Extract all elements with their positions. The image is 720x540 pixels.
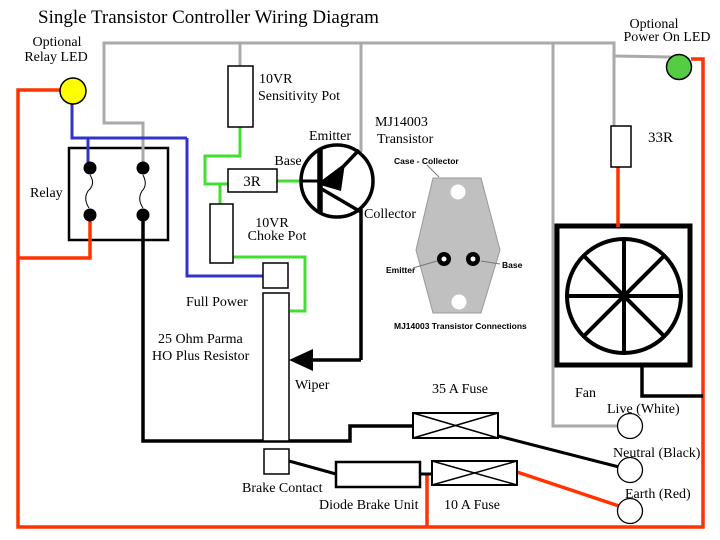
sensitivity-pot-box <box>227 65 254 128</box>
wire-black-relay-to-fuse35 <box>141 217 413 443</box>
relay-switch-blade-left <box>85 174 94 209</box>
choke-pot-box <box>209 203 234 264</box>
fuse-10a-label: 10 A Fuse <box>444 498 500 513</box>
resistor-33r-box <box>610 125 632 168</box>
relay-led-label-line2: Relay LED <box>24 50 87 65</box>
mj14003-label-line1: MJ14003 <box>375 115 428 130</box>
brake-contact-box <box>263 448 290 475</box>
parma-resistor-label-line2: HO Plus Resistor <box>152 349 250 364</box>
wire-black-fuse35-to-neutral <box>497 434 620 469</box>
fan-label: Fan <box>575 386 596 401</box>
package-emitter-label: Emitter <box>386 265 416 275</box>
relay-led-icon <box>59 77 87 105</box>
fan-blades-icon <box>565 237 683 355</box>
emitter-label: Emitter <box>309 129 351 144</box>
full-power-label: Full Power <box>186 295 248 310</box>
package-case-collector-label: Case - Collector <box>394 156 459 166</box>
wire-gray-live-feed <box>551 43 617 428</box>
choke-pot-label-line1: 10VR <box>255 216 289 231</box>
earth-label: Earth (Red) <box>625 487 691 502</box>
wire-red-fuse10-to-earth <box>516 470 620 508</box>
fuse-10a-symbol <box>431 460 518 486</box>
power-led-label-line1: Optional <box>630 17 679 32</box>
relay-led-label-line1: Optional <box>33 35 82 50</box>
relay-contacts <box>83 161 150 222</box>
wire-green-choke-to-resistor <box>233 255 307 313</box>
wire-blue-relay-led <box>70 103 187 140</box>
wire-black-brake-diagonal <box>288 459 337 476</box>
live-label: Live (White) <box>607 402 680 417</box>
power-led-label-line2: Power On LED <box>623 30 710 45</box>
relay-switch-blade-right <box>139 174 146 209</box>
collector-label: Collector <box>364 207 416 222</box>
sensitivity-pot-label-line2: Sensitivity Pot <box>258 89 340 104</box>
wiper-arrowhead-icon <box>289 349 313 371</box>
resistor-3r-box <box>227 168 278 193</box>
diode-brake-unit-label: Diode Brake Unit <box>319 498 419 513</box>
choke-pot-label-line2: Choke Pot <box>248 229 307 244</box>
mj14003-package-icon <box>412 164 501 314</box>
resistor-3r-label: 3R <box>243 174 261 190</box>
page-title: Single Transistor Controller Wiring Diag… <box>38 7 379 28</box>
full-power-contact-box <box>262 262 289 289</box>
brake-contact-label: Brake Contact <box>242 481 323 496</box>
wire-gray-power-led-feed <box>613 54 672 59</box>
wire-green-sensitivity-to-base <box>203 127 242 186</box>
live-terminal <box>616 412 644 440</box>
neutral-terminal <box>616 456 644 484</box>
diode-brake-unit-box <box>334 460 422 489</box>
package-base-label: Base <box>502 260 523 270</box>
neutral-label: Neutral (Black) <box>613 446 701 461</box>
wire-blue-full-power <box>185 138 264 278</box>
transistor-symbol <box>299 143 375 219</box>
mj14003-label-line2: Transistor <box>377 132 434 147</box>
fuse-35a-symbol <box>412 412 499 439</box>
wiper-label: Wiper <box>295 378 330 393</box>
wire-red-relay-branch <box>18 217 92 260</box>
sensitivity-pot-label-line1: 10VR <box>259 72 293 87</box>
resistor-33r-label: 33R <box>648 130 673 146</box>
earth-terminal <box>616 497 644 525</box>
relay-label: Relay <box>30 186 63 201</box>
relay-box <box>67 146 170 242</box>
wire-red-main-loop <box>16 57 705 529</box>
wire-black-fan-return <box>640 363 703 398</box>
wire-gray-supply-bus <box>102 41 616 167</box>
base-label: Base <box>274 154 301 169</box>
fuse-35a-label: 35 A Fuse <box>432 382 488 397</box>
parma-resistor-box <box>262 292 290 442</box>
power-on-led-icon <box>665 53 693 81</box>
package-caption: MJ14003 Transistor Connections <box>394 321 527 331</box>
parma-resistor-label-line1: 25 Ohm Parma <box>158 332 244 347</box>
